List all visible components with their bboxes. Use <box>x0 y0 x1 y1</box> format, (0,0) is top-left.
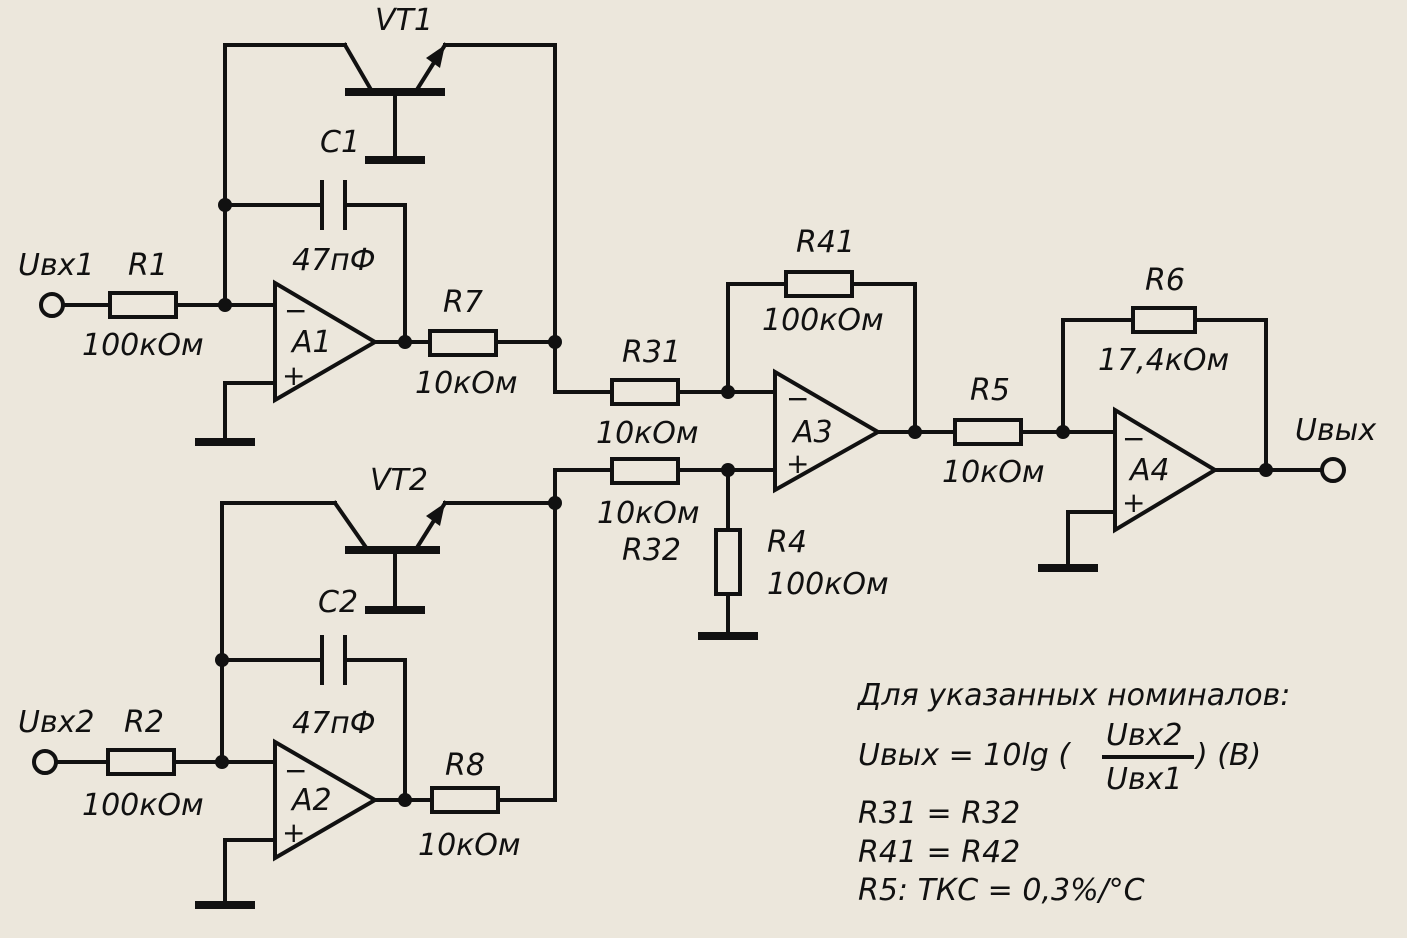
a4-label: A4 <box>1128 453 1170 488</box>
opamp-a4 <box>1113 406 1219 534</box>
a3-label: A3 <box>791 415 833 450</box>
vt1-label: VT1 <box>375 3 433 38</box>
c2-name: C2 <box>318 585 358 620</box>
formula-lhs: Uвых = 10lg ( <box>858 738 1071 773</box>
resistor-r1 <box>108 291 178 319</box>
input-1-terminal <box>39 292 65 318</box>
c1-name: C1 <box>320 125 360 160</box>
formula-numerator: Uвх2 <box>1106 718 1182 753</box>
r6-name: R6 <box>1145 263 1185 298</box>
note-eq2: R41 = R42 <box>858 835 1020 870</box>
a2-minus: − <box>284 754 307 787</box>
notes-heading: Для указанных номиналов: <box>856 678 1290 713</box>
r4-value: 100кОм <box>767 567 889 602</box>
a2-label: A2 <box>290 783 332 818</box>
r4-name: R4 <box>767 525 807 560</box>
resistor-r6 <box>1131 306 1197 334</box>
output-label: Uвых <box>1295 413 1376 448</box>
a2-plus: + <box>282 816 305 849</box>
r8-value: 10кОм <box>418 828 521 863</box>
input-2-label: Uвх2 <box>18 705 94 740</box>
note-eq3: R5: ТКС = 0,3%/°C <box>858 873 1145 908</box>
note-eq1: R31 = R32 <box>858 796 1020 831</box>
r32-name: R32 <box>622 533 681 568</box>
r7-name: R7 <box>443 285 483 320</box>
opamp-a3 <box>773 368 883 494</box>
resistor-r31 <box>610 378 680 406</box>
r8-name: R8 <box>445 748 485 783</box>
a1-plus: + <box>282 359 305 392</box>
a1-label: A1 <box>290 325 332 360</box>
a4-minus: − <box>1122 422 1145 455</box>
r1-name: R1 <box>128 248 168 283</box>
resistor-r5 <box>953 418 1023 446</box>
resistor-r4 <box>714 528 742 596</box>
resistor-r8 <box>430 786 500 814</box>
r6-value: 17,4кОм <box>1098 343 1229 378</box>
opamp-a1 <box>273 279 379 404</box>
resistor-r2 <box>106 748 176 776</box>
c2-value: 47пФ <box>292 706 376 741</box>
output-terminal <box>1320 457 1346 483</box>
input-1-label: Uвх1 <box>18 248 94 283</box>
r2-name: R2 <box>124 705 164 740</box>
formula-rhs: ) (В) <box>1194 738 1261 773</box>
r31-name: R31 <box>622 335 681 370</box>
r5-value: 10кОм <box>942 455 1045 490</box>
r32-value: 10кОм <box>597 496 700 531</box>
r7-value: 10кОм <box>415 366 518 401</box>
c1-value: 47пФ <box>292 243 376 278</box>
r2-value: 100кОм <box>82 788 204 823</box>
r31-value: 10кОм <box>596 416 699 451</box>
resistor-r7 <box>428 329 498 357</box>
a4-plus: + <box>1122 486 1145 519</box>
a3-minus: − <box>786 382 809 415</box>
r41-value: 100кОм <box>762 303 884 338</box>
input-2-terminal <box>32 749 58 775</box>
r5-name: R5 <box>970 373 1010 408</box>
resistor-r41 <box>784 270 854 298</box>
formula-denominator: Uвх1 <box>1106 762 1182 797</box>
a1-minus: − <box>284 294 307 327</box>
vt2-label: VT2 <box>370 463 428 498</box>
opamp-a2 <box>273 738 379 862</box>
r1-value: 100кОм <box>82 328 204 363</box>
a3-plus: + <box>786 447 809 480</box>
resistor-r32 <box>610 457 680 485</box>
r41-name: R41 <box>796 225 855 260</box>
